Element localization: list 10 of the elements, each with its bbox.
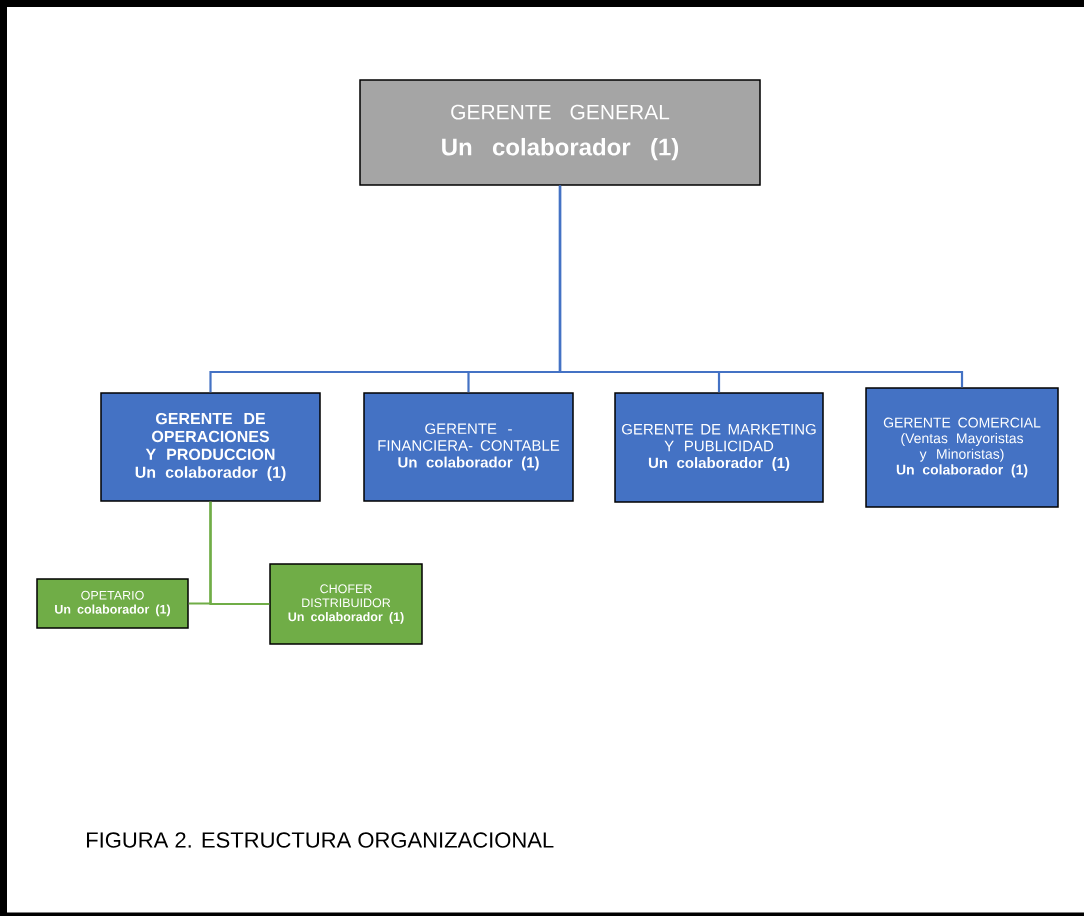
manager-box: GERENTE GENERAL Un colaborador (1) <box>359 79 761 186</box>
department-box: GERENTE - FINANCIERA- CONTABLE Un colaborador (1) <box>363 392 574 502</box>
department-box: GERENTE DE MARKETING Y PUBLICIDAD Un colaborador (1) <box>614 392 824 503</box>
connector-line <box>558 185 964 388</box>
figure-caption: FIGURA 2. ESTRUCTURA ORGANIZACIONAL <box>87 832 554 848</box>
staff-box: CHOFER DISTRIBUIDOR Un colaborador (1) <box>269 563 423 645</box>
staff-box: OPETARIO Un colaborador (1) <box>36 578 189 629</box>
connector-line <box>209 501 270 606</box>
department-box: GERENTE COMERCIAL (Ventas Mayoristas y Minoristas) Un colaborador (1) <box>865 387 1059 508</box>
department-box: GERENTE DE OPERACIONES Y PRODUCCION Un colaborador (1) <box>100 392 321 502</box>
